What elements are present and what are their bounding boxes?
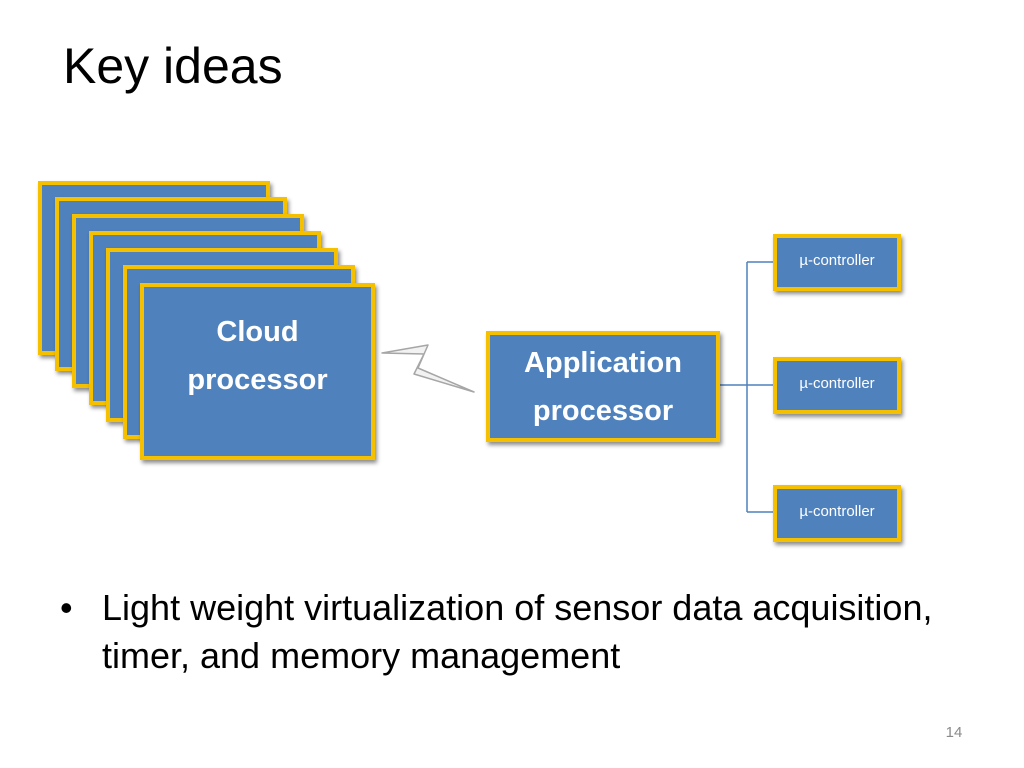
application-processor-box: Application processor [486, 331, 720, 442]
cloud-processor-box: Cloud processor [140, 283, 375, 460]
page-number: 14 [945, 724, 963, 741]
cloud-processor-text: Cloud processor [187, 315, 328, 396]
microcontroller-label: µ-controller [799, 374, 875, 392]
lightning-bolt-icon [381, 344, 475, 393]
microcontroller-box-3: µ-controller [773, 485, 901, 542]
microcontroller-box-1: µ-controller [773, 234, 901, 291]
microcontroller-label: µ-controller [799, 251, 875, 269]
slide-title: Key ideas [63, 38, 283, 94]
application-processor-label: Application processor [490, 335, 716, 438]
cloud-processor-label: Cloud processor [144, 287, 371, 456]
microcontroller-label: µ-controller [799, 502, 875, 520]
application-processor-text: Application processor [524, 346, 682, 427]
bullet-dot: • [60, 587, 73, 628]
microcontroller-box-2: µ-controller [773, 357, 901, 414]
bullet-item-1: Light weight virtualization of sensor da… [102, 587, 933, 676]
